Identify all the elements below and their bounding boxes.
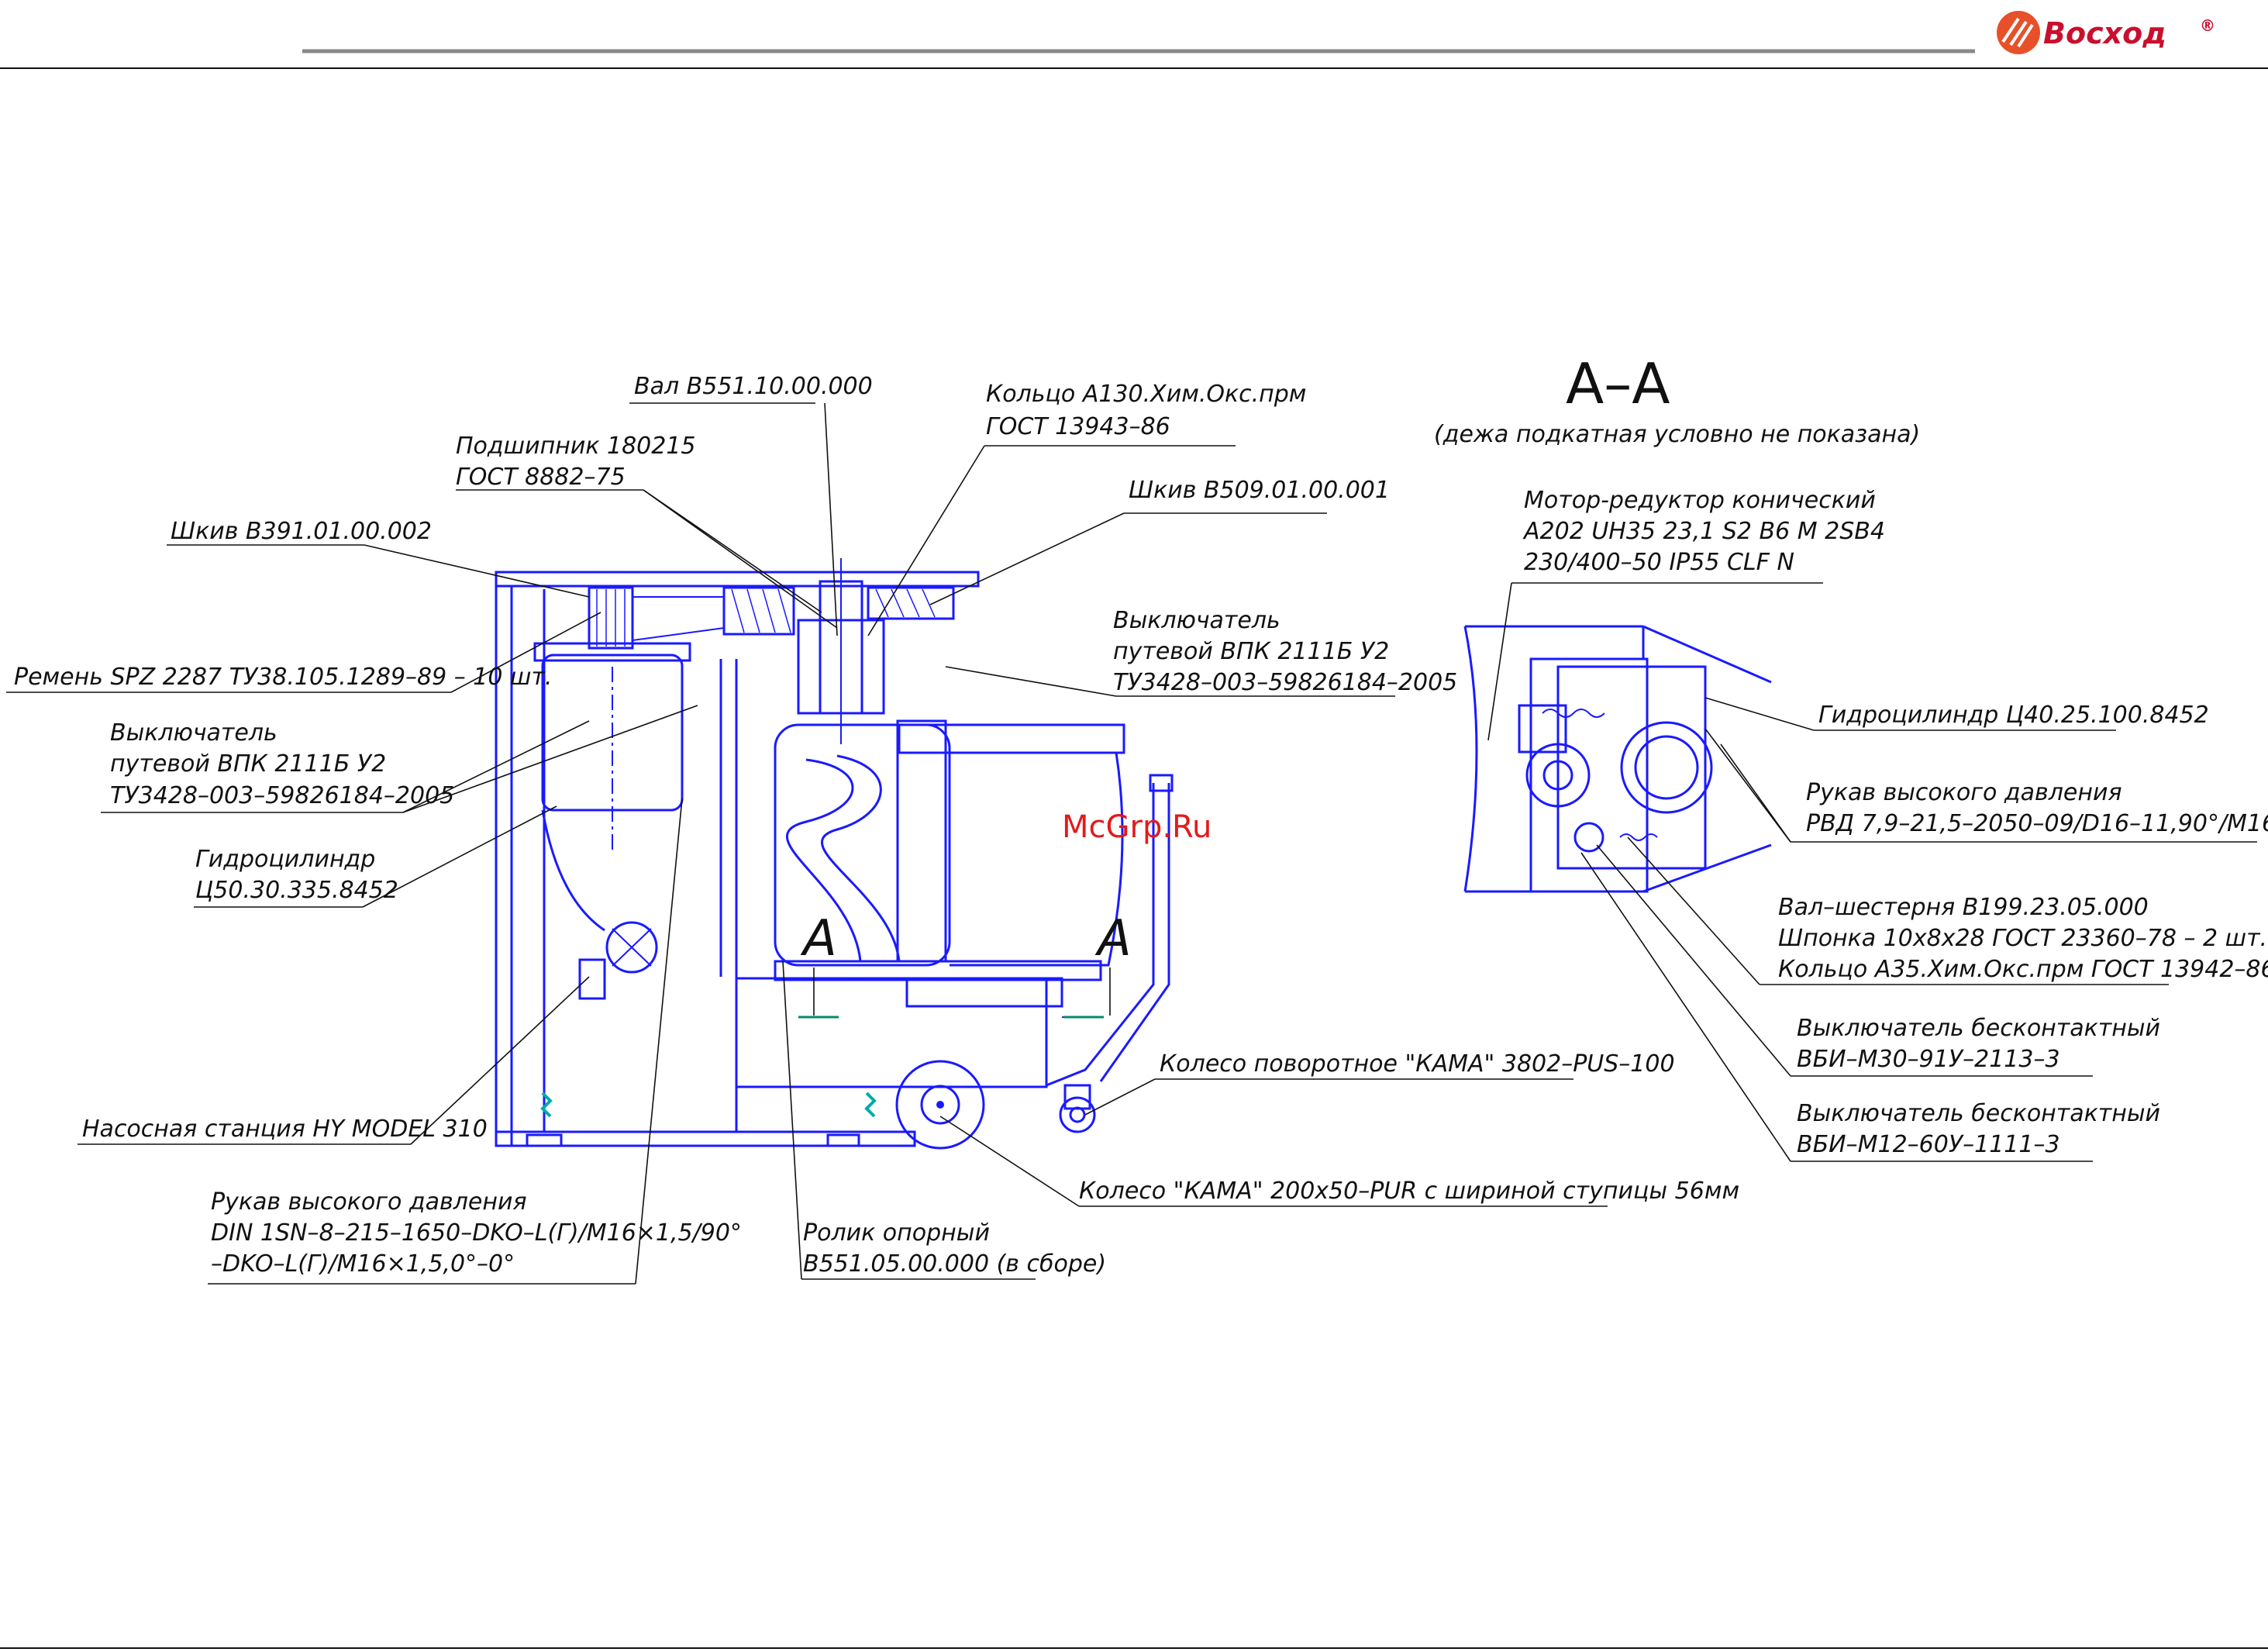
section-note: (дежа подкатная условно не показана) [1434, 421, 1920, 448]
label-switch-right-2: путевой ВПК 2111Б У2 [1113, 638, 1389, 665]
cut-letter-right: А [1094, 910, 1132, 967]
label-roller-2: В551.05.00.000 (в сборе) [803, 1250, 1106, 1278]
label-cylinder-2-right: Гидроцилиндр Ц40.25.100.8452 [1818, 702, 2209, 729]
label-prox2-2: ВБИ–М12–60У–1111–3 [1797, 1131, 2060, 1158]
label-wheel: Колесо "КАМА" 200х50–PUR с шириной ступи… [1079, 1178, 1739, 1205]
label-castor: Колесо поворотное "КАМА" 3802–PUS–100 [1160, 1050, 1675, 1078]
label-motor-2: А202 UH35 23,1 S2 B6 M 2SB4 [1522, 518, 1885, 545]
main-shaft [797, 558, 885, 744]
label-motor-1: Мотор-редуктор конический [1524, 487, 1876, 514]
watermark: McGrp.Ru [1062, 809, 1212, 845]
main-view: А А [495, 558, 1174, 1150]
label-switch-right-3: ТУ3428–003–59826184–2005 [1113, 669, 1457, 696]
section-gear-right [1620, 721, 1713, 814]
section-title: А–А [1566, 351, 1670, 416]
label-hose2-2: РВД 7,9–21,5–2050–09/D16–11,90°/М16х1,5–… [1806, 810, 2268, 837]
top-pulley [722, 586, 955, 636]
label-bearing-2: ГОСТ 8882–75 [456, 464, 626, 491]
label-motor-3: 230/400–50 IP55 CLF N [1524, 549, 1794, 576]
label-gear-1: Вал–шестерня В199.23.05.000 [1778, 894, 2149, 921]
label-gear-2: Шпонка 10х8х28 ГОСТ 23360–78 – 2 шт. [1778, 925, 2267, 952]
pump-motor [605, 921, 658, 974]
label-prox2-1: Выключатель бесконтактный [1797, 1100, 2160, 1127]
label-switch-right-1: Выключатель [1113, 607, 1280, 634]
brand-logo: Восход ® [1997, 11, 2215, 54]
label-hose-1: Рукав высокого давления [211, 1188, 527, 1216]
label-pump: Насосная станция HY MODEL 310 [82, 1116, 488, 1143]
label-gear-3: Кольцо А35.Хим.Окс.прм ГОСТ 13942–86 [1778, 956, 2268, 983]
label-pulley-a: Шкив В391.01.00.002 [171, 518, 432, 545]
label-switch-left-2: путевой ВПК 2111Б У2 [110, 750, 386, 778]
label-hose2-1: Рукав высокого давления [1806, 779, 2122, 806]
main-wheel [895, 1060, 985, 1150]
label-pulley-b: Шкив В509.01.00.001 [1129, 477, 1390, 504]
label-hose-3: –DKO–L(Г)/М16×1,5,0°–0° [211, 1250, 515, 1278]
label-bearing-1: Подшипник 180215 [456, 433, 696, 460]
motor-left [533, 642, 691, 932]
pump-block [578, 958, 606, 1000]
label-prox1-2: ВБИ–М30–91У–2113–3 [1797, 1046, 2060, 1073]
label-switch-left-3: ТУ3428–003–59826184–2005 [110, 782, 454, 809]
label-shaft: Вал В551.10.00.000 [634, 373, 873, 400]
cut-letter-left: А [800, 910, 837, 967]
callouts: Вал В551.10.00.000 Кольцо А130.Хим.Окс.п… [14, 373, 2268, 1278]
left-pulley [588, 586, 634, 650]
section-prox-sensor [1573, 822, 1604, 853]
section-gear-left [1525, 743, 1591, 808]
label-ring-2: ГОСТ 13943–86 [986, 413, 1170, 440]
cart-handle [1046, 783, 1170, 1087]
label-cylinder-1: Гидроцилиндр [195, 846, 375, 873]
brand-mark: ® [2200, 16, 2215, 35]
label-ring-1: Кольцо А130.Хим.Окс.прм [986, 381, 1306, 408]
label-cylinder-2: Ц50.30.335.8452 [195, 877, 398, 904]
label-hose-2: DIN 1SN–8–215–1650–DKO–L(Г)/М16×1,5/90° [211, 1219, 742, 1247]
label-prox1-1: Выключатель бесконтактный [1797, 1015, 2160, 1042]
bowl [774, 719, 1125, 981]
castor-wheel [1059, 1084, 1096, 1133]
brand-name: Восход [2043, 16, 2166, 50]
section-view: А–А (дежа подкатная условно не показана) [1434, 351, 1920, 893]
leaders [6, 402, 2257, 1285]
platform [735, 977, 1101, 1088]
label-roller-1: Ролик опорный [803, 1219, 990, 1247]
label-switch-left-1: Выключатель [110, 719, 277, 747]
label-belt: Ремень SPZ 2287 ТУ38.105.1289–89 – 10 шт… [14, 664, 552, 691]
